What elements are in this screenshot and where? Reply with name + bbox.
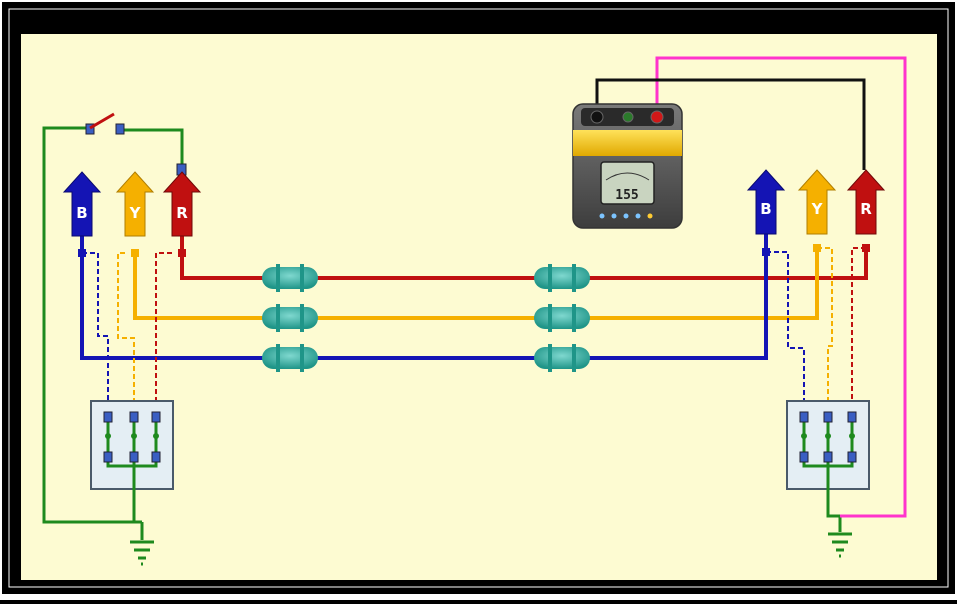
insulators bbox=[262, 264, 590, 372]
inner-frame-line bbox=[8, 8, 949, 588]
meter-reading: 155 bbox=[615, 188, 638, 203]
arrow-connectors bbox=[78, 244, 870, 257]
insulator bbox=[534, 344, 590, 372]
insulator bbox=[534, 304, 590, 332]
insulator bbox=[262, 344, 318, 372]
phase-arrow-b-left: B bbox=[62, 171, 102, 237]
phase-arrow-r-left: R bbox=[162, 171, 202, 237]
phase-arrow-b-right: B bbox=[746, 169, 786, 235]
meter-scale-arc bbox=[605, 172, 650, 181]
phase-label: R bbox=[176, 204, 188, 222]
earthing-switch-right bbox=[786, 400, 870, 512]
terminal-black bbox=[590, 110, 604, 124]
black-line-lead bbox=[595, 78, 866, 170]
phase-arrow-y-left: Y bbox=[115, 171, 155, 237]
earth-symbol-left bbox=[130, 540, 154, 566]
terminal-green bbox=[622, 111, 634, 123]
insulator bbox=[534, 264, 590, 292]
earth-symbol-right bbox=[828, 532, 852, 558]
meter-screen bbox=[600, 161, 655, 205]
phase-label: B bbox=[760, 200, 771, 218]
insulation-tester: 155 bbox=[572, 103, 683, 229]
left-earth-wire bbox=[42, 126, 184, 540]
phase-arrow-r-right: R bbox=[846, 169, 886, 235]
test-switch bbox=[85, 112, 125, 135]
phase-label: B bbox=[76, 204, 87, 222]
diagram-background bbox=[21, 34, 937, 580]
insulator bbox=[262, 264, 318, 292]
magenta-earth-lead bbox=[655, 56, 907, 518]
left-dashed-leads bbox=[82, 252, 172, 412]
yellow-phase-line bbox=[133, 244, 819, 320]
earthing-switch-left bbox=[90, 400, 174, 508]
right-earth-wire bbox=[826, 512, 842, 532]
right-dashed-leads bbox=[766, 247, 866, 410]
terminal-red bbox=[650, 110, 664, 124]
phase-label: Y bbox=[129, 204, 142, 222]
meter-buttons bbox=[599, 213, 653, 219]
phase-label: Y bbox=[811, 200, 824, 218]
blue-phase-line bbox=[80, 234, 768, 360]
phase-arrow-y-right: Y bbox=[797, 169, 837, 235]
phase-label: R bbox=[860, 200, 872, 218]
insulator bbox=[262, 304, 318, 332]
bottom-rule bbox=[0, 600, 957, 604]
